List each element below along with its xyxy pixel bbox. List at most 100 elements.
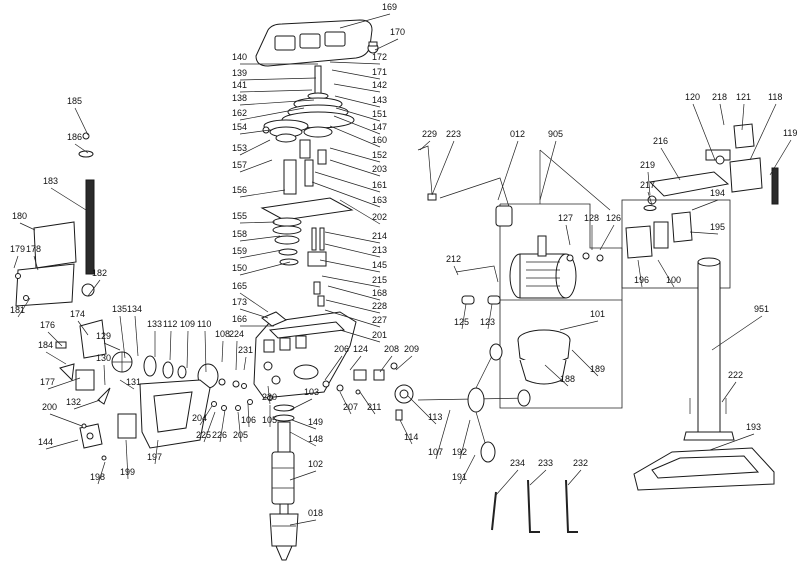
leader-line-120 [692,103,716,161]
part-label-200: 200 [42,402,57,412]
part-label-107: 107 [428,447,443,457]
leader-line-184 [45,351,67,365]
leader-line-144 [45,439,79,450]
part-label-109: 109 [180,319,195,329]
part-label-234: 234 [510,458,525,468]
leader-line-157 [239,159,273,173]
leader-line-174 [77,320,89,336]
leader-line-197 [154,439,159,465]
leader-line-155 [239,221,276,224]
column [683,257,735,441]
leader-line-018 [289,519,317,526]
leader-line-223 [431,140,455,196]
leader-line-131 [119,379,135,390]
part-label-199: 199 [120,467,135,477]
part-label-227: 227 [372,315,387,325]
part-label-174: 174 [70,309,85,319]
leader-line-172 [329,61,381,65]
part-label-181: 181 [10,305,25,315]
leader-line-192 [459,419,471,460]
part-label-158: 158 [232,229,247,239]
leader-line-217 [647,191,653,206]
leader-line-147 [333,115,381,135]
part-label-219: 219 [640,160,655,170]
part-label-139: 139 [232,68,247,78]
part-label-100: 100 [666,275,681,285]
part-label-101: 101 [590,309,605,319]
part-label-114: 114 [404,432,418,442]
leader-line-211 [359,391,376,415]
chuck-guard-assembly [15,132,95,307]
part-label-231: 231 [238,345,253,355]
head-gasket-plates [260,197,354,266]
head-casting [253,311,357,399]
leader-line-227 [324,309,381,328]
part-label-195: 195 [710,222,725,232]
leader-line-194 [691,199,719,211]
leader-line-106 [247,403,250,428]
part-label-204: 204 [192,413,207,423]
part-label-180: 180 [12,211,27,221]
part-label-188: 188 [560,374,575,384]
label-plate [117,413,137,439]
leader-line-188 [544,364,569,387]
part-label-184: 184 [38,340,53,350]
part-label-201: 201 [372,330,387,340]
leader-line-129 [103,342,121,351]
leader-line-178 [33,255,39,271]
small-hardware [211,362,398,411]
part-label-138: 138 [232,93,247,103]
leader-line-186 [74,143,89,154]
leader-line-195 [689,231,719,235]
leader-line-200 [49,413,83,427]
leader-line-225 [203,411,216,443]
leader-line-204 [199,405,213,426]
leader-line-203 [329,159,381,177]
part-label-148: 148 [308,434,323,444]
leader-line-222 [721,381,737,403]
leader-line-182 [87,279,101,297]
leader-line-191 [459,454,476,485]
part-label-156: 156 [232,185,247,195]
part-label-154: 154 [232,122,247,132]
part-label-178: 178 [26,244,41,254]
leader-line-109 [186,330,189,369]
leader-line-151 [335,107,381,122]
part-label-142: 142 [372,80,387,90]
leader-line-181 [17,297,31,318]
leader-line-132 [73,399,101,410]
part-label-223: 223 [446,129,461,139]
leader-line-216 [660,147,681,181]
leader-line-145 [319,259,381,273]
part-label-133: 133 [147,319,162,329]
part-label-155: 155 [232,211,247,221]
part-label-230: 230 [262,392,277,402]
part-label-012: 012 [510,129,525,139]
part-label-224: 224 [229,329,244,339]
part-label-153: 153 [232,143,247,153]
part-label-193: 193 [746,422,761,432]
part-label-165: 165 [232,281,247,291]
part-label-194: 194 [710,188,725,198]
leader-line-141 [239,89,313,93]
part-label-170: 170 [390,27,405,37]
part-label-171: 171 [372,67,387,77]
part-label-228: 228 [372,301,387,311]
lower-guard [139,379,211,449]
leader-line-219 [647,171,651,196]
part-label-179: 179 [10,244,25,254]
part-label-123: 123 [480,317,495,327]
part-label-216: 216 [653,136,668,146]
part-label-129: 129 [96,331,111,341]
part-label-145: 145 [372,260,387,270]
leader-line-139 [239,77,317,81]
leader-line-114 [399,419,413,445]
part-label-159: 159 [232,246,247,256]
leader-line-148 [289,431,317,447]
part-label-214: 214 [372,231,387,241]
part-label-144: 144 [38,437,53,447]
leader-line-214 [324,231,381,244]
part-label-205: 205 [233,430,248,440]
part-label-126: 126 [606,213,621,223]
leader-line-215 [321,275,381,288]
